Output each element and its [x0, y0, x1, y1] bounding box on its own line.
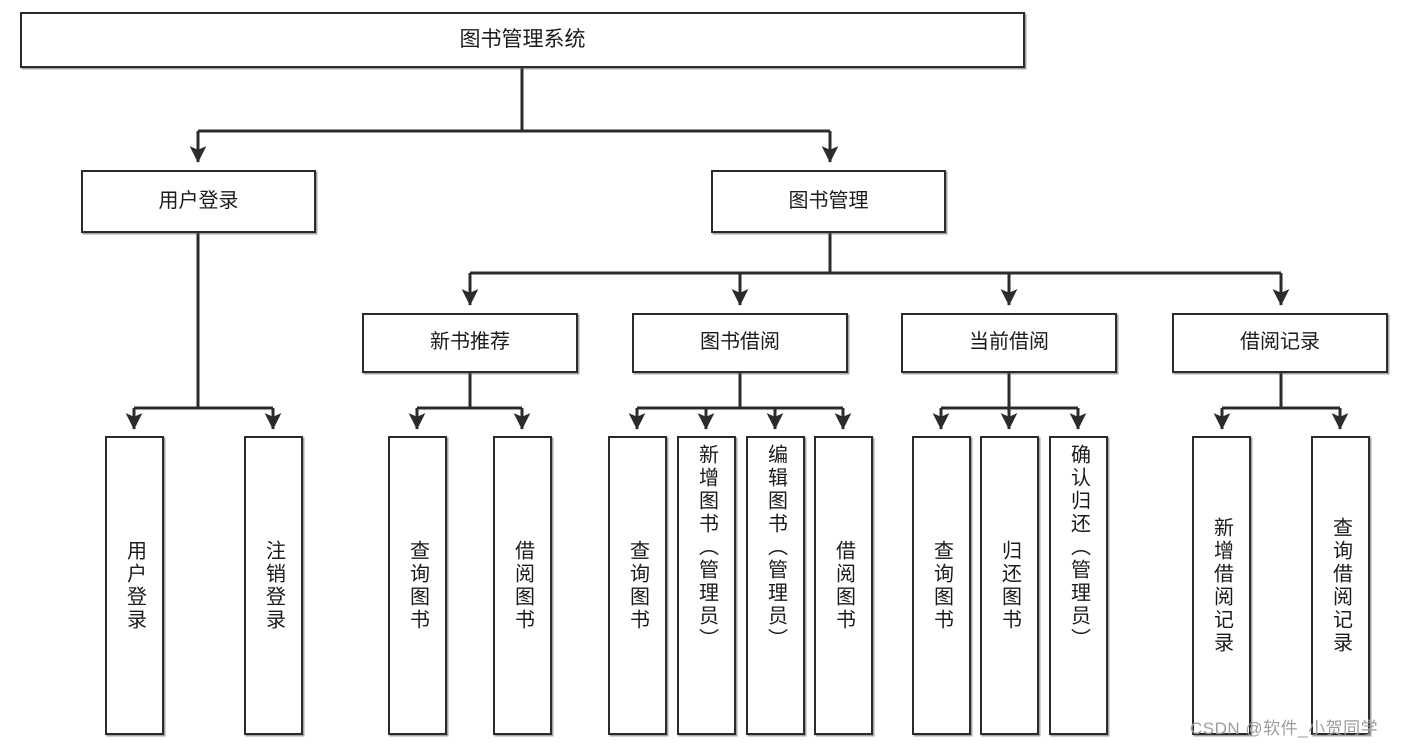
- node-label: 新增图书（管理员）: [695, 444, 718, 651]
- node-label: 编辑图书（管理员）: [764, 444, 787, 651]
- node-label: 图书借阅: [700, 331, 780, 354]
- node-leaf-user-login[interactable]: 用户登录: [105, 436, 164, 735]
- node-borrow-record[interactable]: 借阅记录: [1172, 313, 1388, 373]
- node-leaf-query-book-2[interactable]: 查询图书: [608, 436, 667, 735]
- node-label: 确认归还（管理员）: [1067, 444, 1090, 651]
- node-leaf-edit-book-admin[interactable]: 编辑图书（管理员）: [746, 436, 805, 735]
- node-new-book-recommend[interactable]: 新书推荐: [362, 313, 578, 373]
- node-leaf-return-book[interactable]: 归还图书: [980, 436, 1039, 735]
- node-label: 查询图书: [406, 539, 429, 632]
- node-label: 借阅图书: [832, 539, 855, 632]
- node-current-borrow[interactable]: 当前借阅: [901, 313, 1117, 373]
- node-label: 归还图书: [998, 539, 1021, 632]
- node-leaf-confirm-return-admin[interactable]: 确认归还（管理员）: [1049, 436, 1108, 735]
- node-leaf-borrow-book-1[interactable]: 借阅图书: [493, 436, 552, 735]
- node-leaf-add-borrow-record[interactable]: 新增借阅记录: [1192, 436, 1251, 735]
- node-leaf-logout-login[interactable]: 注销登录: [244, 436, 303, 735]
- node-book-manage[interactable]: 图书管理: [711, 170, 946, 233]
- node-label: 借阅记录: [1240, 331, 1320, 354]
- csdn-watermark: CSDN @软件_小贺同学: [1190, 719, 1379, 738]
- node-leaf-query-book-1[interactable]: 查询图书: [388, 436, 447, 735]
- node-book-borrow[interactable]: 图书借阅: [632, 313, 848, 373]
- node-leaf-add-book-admin[interactable]: 新增图书（管理员）: [677, 436, 736, 735]
- node-label: 图书管理系统: [459, 27, 586, 51]
- node-label: 查询图书: [626, 539, 649, 632]
- node-label: 新增借阅记录: [1210, 516, 1233, 655]
- node-label: 用户登录: [158, 189, 239, 212]
- node-label: 注销登录: [262, 539, 285, 632]
- node-label: 图书管理: [788, 189, 869, 212]
- node-label: 查询借阅记录: [1329, 516, 1352, 655]
- node-user-login[interactable]: 用户登录: [81, 170, 316, 233]
- node-label: 新书推荐: [430, 331, 510, 354]
- node-root-book-management-system[interactable]: 图书管理系统: [20, 12, 1025, 68]
- node-leaf-borrow-book-2[interactable]: 借阅图书: [814, 436, 873, 735]
- node-label: 当前借阅: [969, 331, 1049, 354]
- node-leaf-query-book-3[interactable]: 查询图书: [912, 436, 971, 735]
- node-label: 用户登录: [123, 539, 146, 632]
- node-leaf-query-borrow-record[interactable]: 查询借阅记录: [1311, 436, 1370, 735]
- node-label: 借阅图书: [511, 539, 534, 632]
- node-label: 查询图书: [930, 539, 953, 632]
